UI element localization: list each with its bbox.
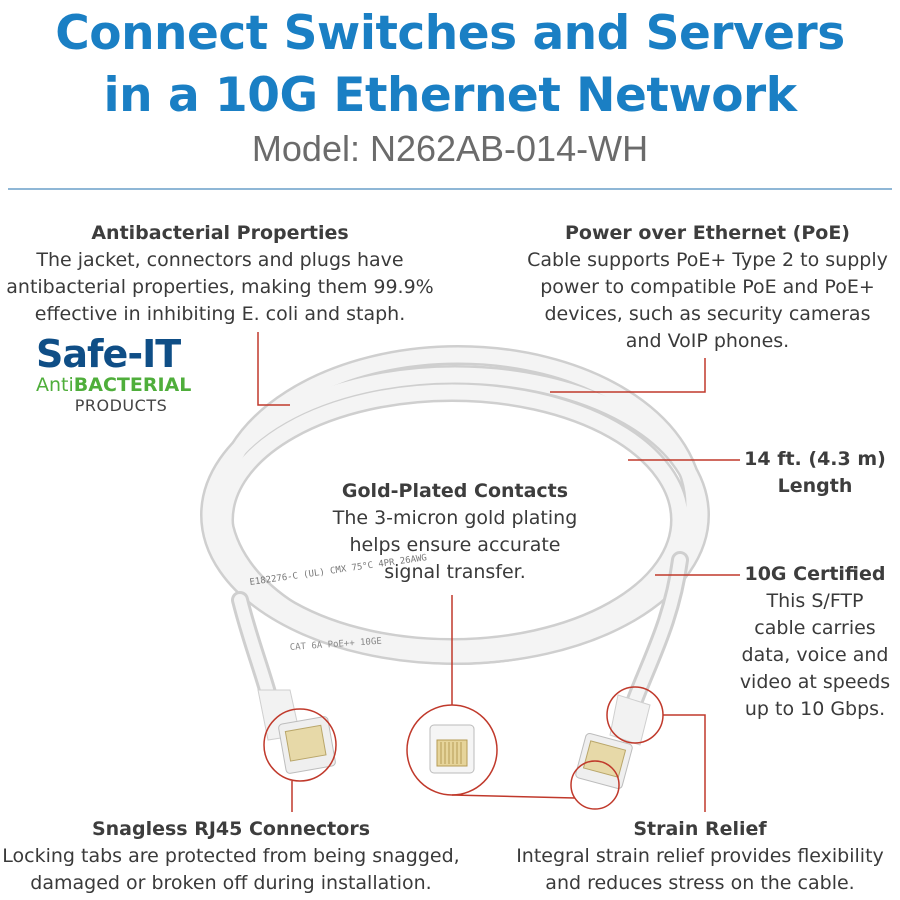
feature-length-heading: Length — [777, 475, 853, 497]
feature-poe-heading: Power over Ethernet (PoE) — [565, 222, 850, 244]
feature-antibacterial-line: The jacket, connectors and plugs have — [36, 249, 404, 271]
feature-poe: Power over Ethernet (PoE) Cable supports… — [515, 220, 900, 355]
callout-line-antibacterial — [257, 332, 290, 406]
feature-snagless-heading: Snagless RJ45 Connectors — [91, 818, 371, 840]
feature-strain-line: Integral strain relief provides flexibil… — [516, 845, 884, 867]
feature-poe-line: devices, such as security cameras — [544, 303, 871, 325]
feature-gold-line: signal transfer. — [384, 561, 526, 583]
feature-antibacterial-line: antibacterial properties, making them 99… — [6, 276, 434, 298]
feature-antibacterial-heading: Antibacterial Properties — [91, 222, 349, 244]
feature-gold-heading: Gold-Plated Contacts — [341, 480, 569, 502]
feature-strain-heading: Strain Relief — [633, 818, 767, 840]
logo-antibacterial: AntiBACTERIAL — [36, 374, 192, 396]
feature-gold-line: The 3-micron gold plating — [332, 507, 578, 529]
feature-poe-line: and VoIP phones. — [625, 330, 790, 352]
title-line-2: in a 10G Ethernet Network — [103, 68, 797, 123]
rj45-connector-right — [575, 694, 651, 790]
feature-gold-contacts: Gold-Plated Contacts The 3-micron gold p… — [295, 478, 615, 586]
rj45-connector-left — [257, 689, 336, 774]
feature-antibacterial: Antibacterial Properties The jacket, con… — [0, 220, 440, 328]
model-number: Model: N262AB-014-WH — [251, 128, 649, 169]
logo-products: PRODUCTS — [74, 396, 168, 415]
feature-poe-line: power to compatible PoE and PoE+ — [540, 276, 875, 298]
feature-length: 14 ft. (4.3 m) Length — [735, 446, 895, 500]
feature-certified-line: video at speeds — [739, 671, 891, 693]
feature-certified-line: data, voice and — [741, 644, 889, 666]
feature-poe-line: Cable supports PoE+ Type 2 to supply — [527, 249, 888, 271]
feature-strain-line: and reduces stress on the cable. — [545, 872, 855, 894]
callout-line-poe — [550, 358, 706, 393]
callout-circle-snagless — [263, 708, 337, 782]
feature-snagless: Snagless RJ45 Connectors Locking tabs ar… — [0, 816, 462, 897]
feature-certified-line: up to 10 Gbps. — [744, 698, 886, 720]
feature-10g-certified: 10G Certified This S/FTP cable carries d… — [730, 561, 900, 723]
feature-snagless-line: Locking tabs are protected from being sn… — [2, 845, 460, 867]
gold-contacts-zoom — [429, 724, 475, 774]
callout-line-contacts — [451, 794, 576, 799]
callout-line-strain — [663, 714, 706, 812]
feature-certified-heading: 10G Certified — [744, 563, 886, 585]
logo-brand: Safe-IT — [36, 332, 181, 376]
feature-snagless-line: damaged or broken off during installatio… — [30, 872, 432, 894]
feature-strain-relief: Strain Relief Integral strain relief pro… — [500, 816, 900, 897]
divider — [8, 188, 892, 190]
feature-length-heading: 14 ft. (4.3 m) — [744, 448, 886, 470]
feature-gold-line: helps ensure accurate — [349, 534, 561, 556]
callout-circle-contacts — [570, 760, 620, 810]
feature-certified-line: cable carries — [754, 617, 876, 639]
feature-antibacterial-line: effective in inhibiting E. coli and stap… — [34, 303, 406, 325]
safe-it-logo: Safe-IT AntiBACTERIAL PRODUCTS — [36, 332, 206, 415]
title-line-1: Connect Switches and Servers — [55, 6, 845, 61]
feature-certified-line: This S/FTP — [766, 590, 864, 612]
